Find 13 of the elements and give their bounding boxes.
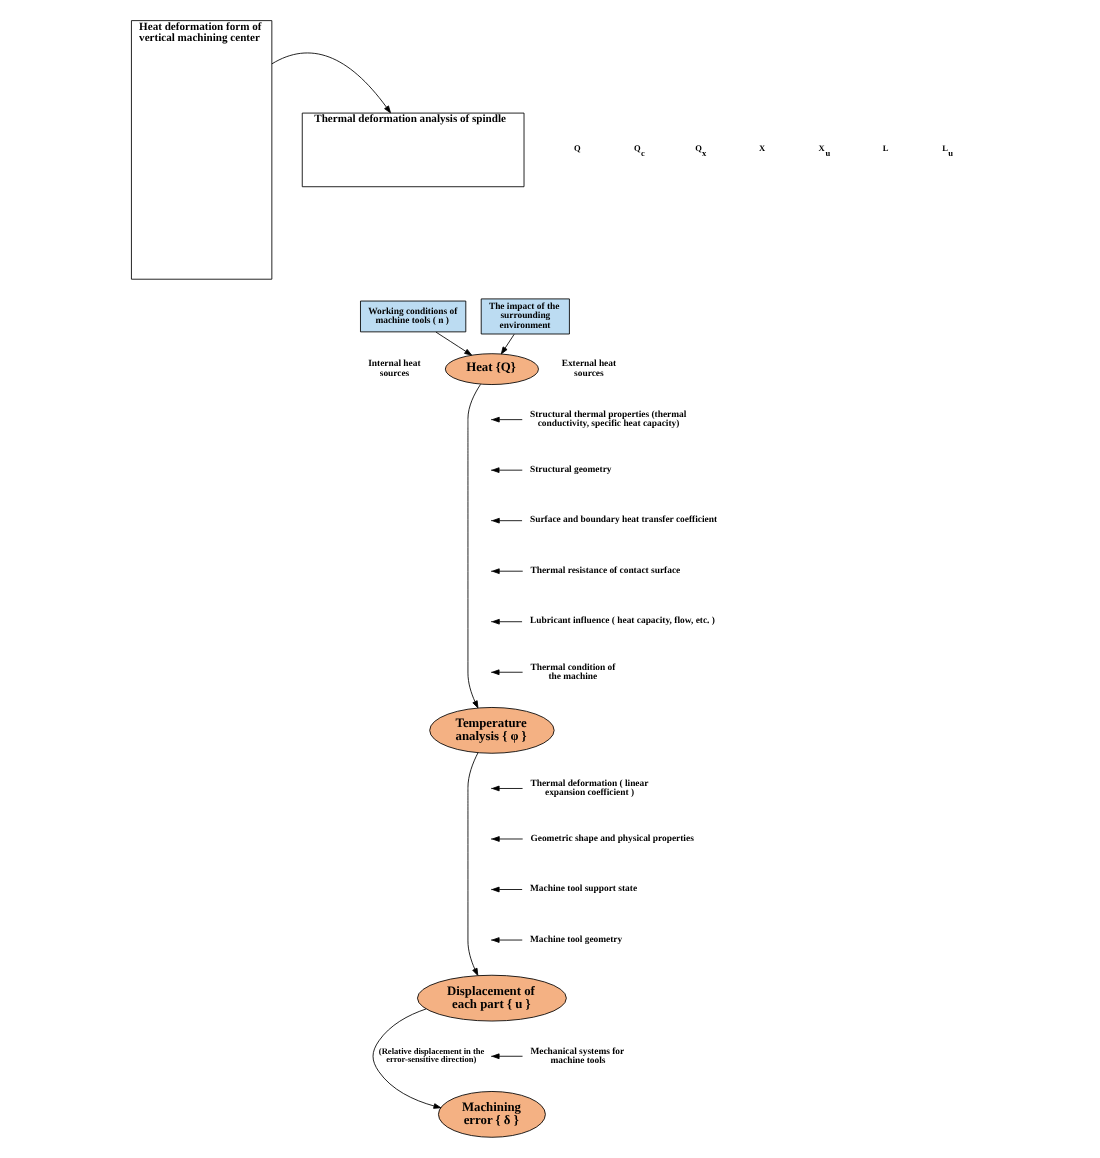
arrow — [490, 937, 522, 943]
arrow — [434, 331, 472, 356]
arrow — [499, 333, 514, 355]
arrow — [491, 618, 522, 625]
arrow — [490, 568, 523, 575]
arrow — [270, 52, 390, 114]
arrow — [371, 1008, 441, 1109]
arrow — [490, 669, 523, 676]
arrow — [490, 1053, 522, 1060]
arrow — [466, 384, 480, 709]
arrow — [466, 752, 478, 976]
arrow — [490, 467, 522, 473]
arrow — [490, 836, 523, 842]
